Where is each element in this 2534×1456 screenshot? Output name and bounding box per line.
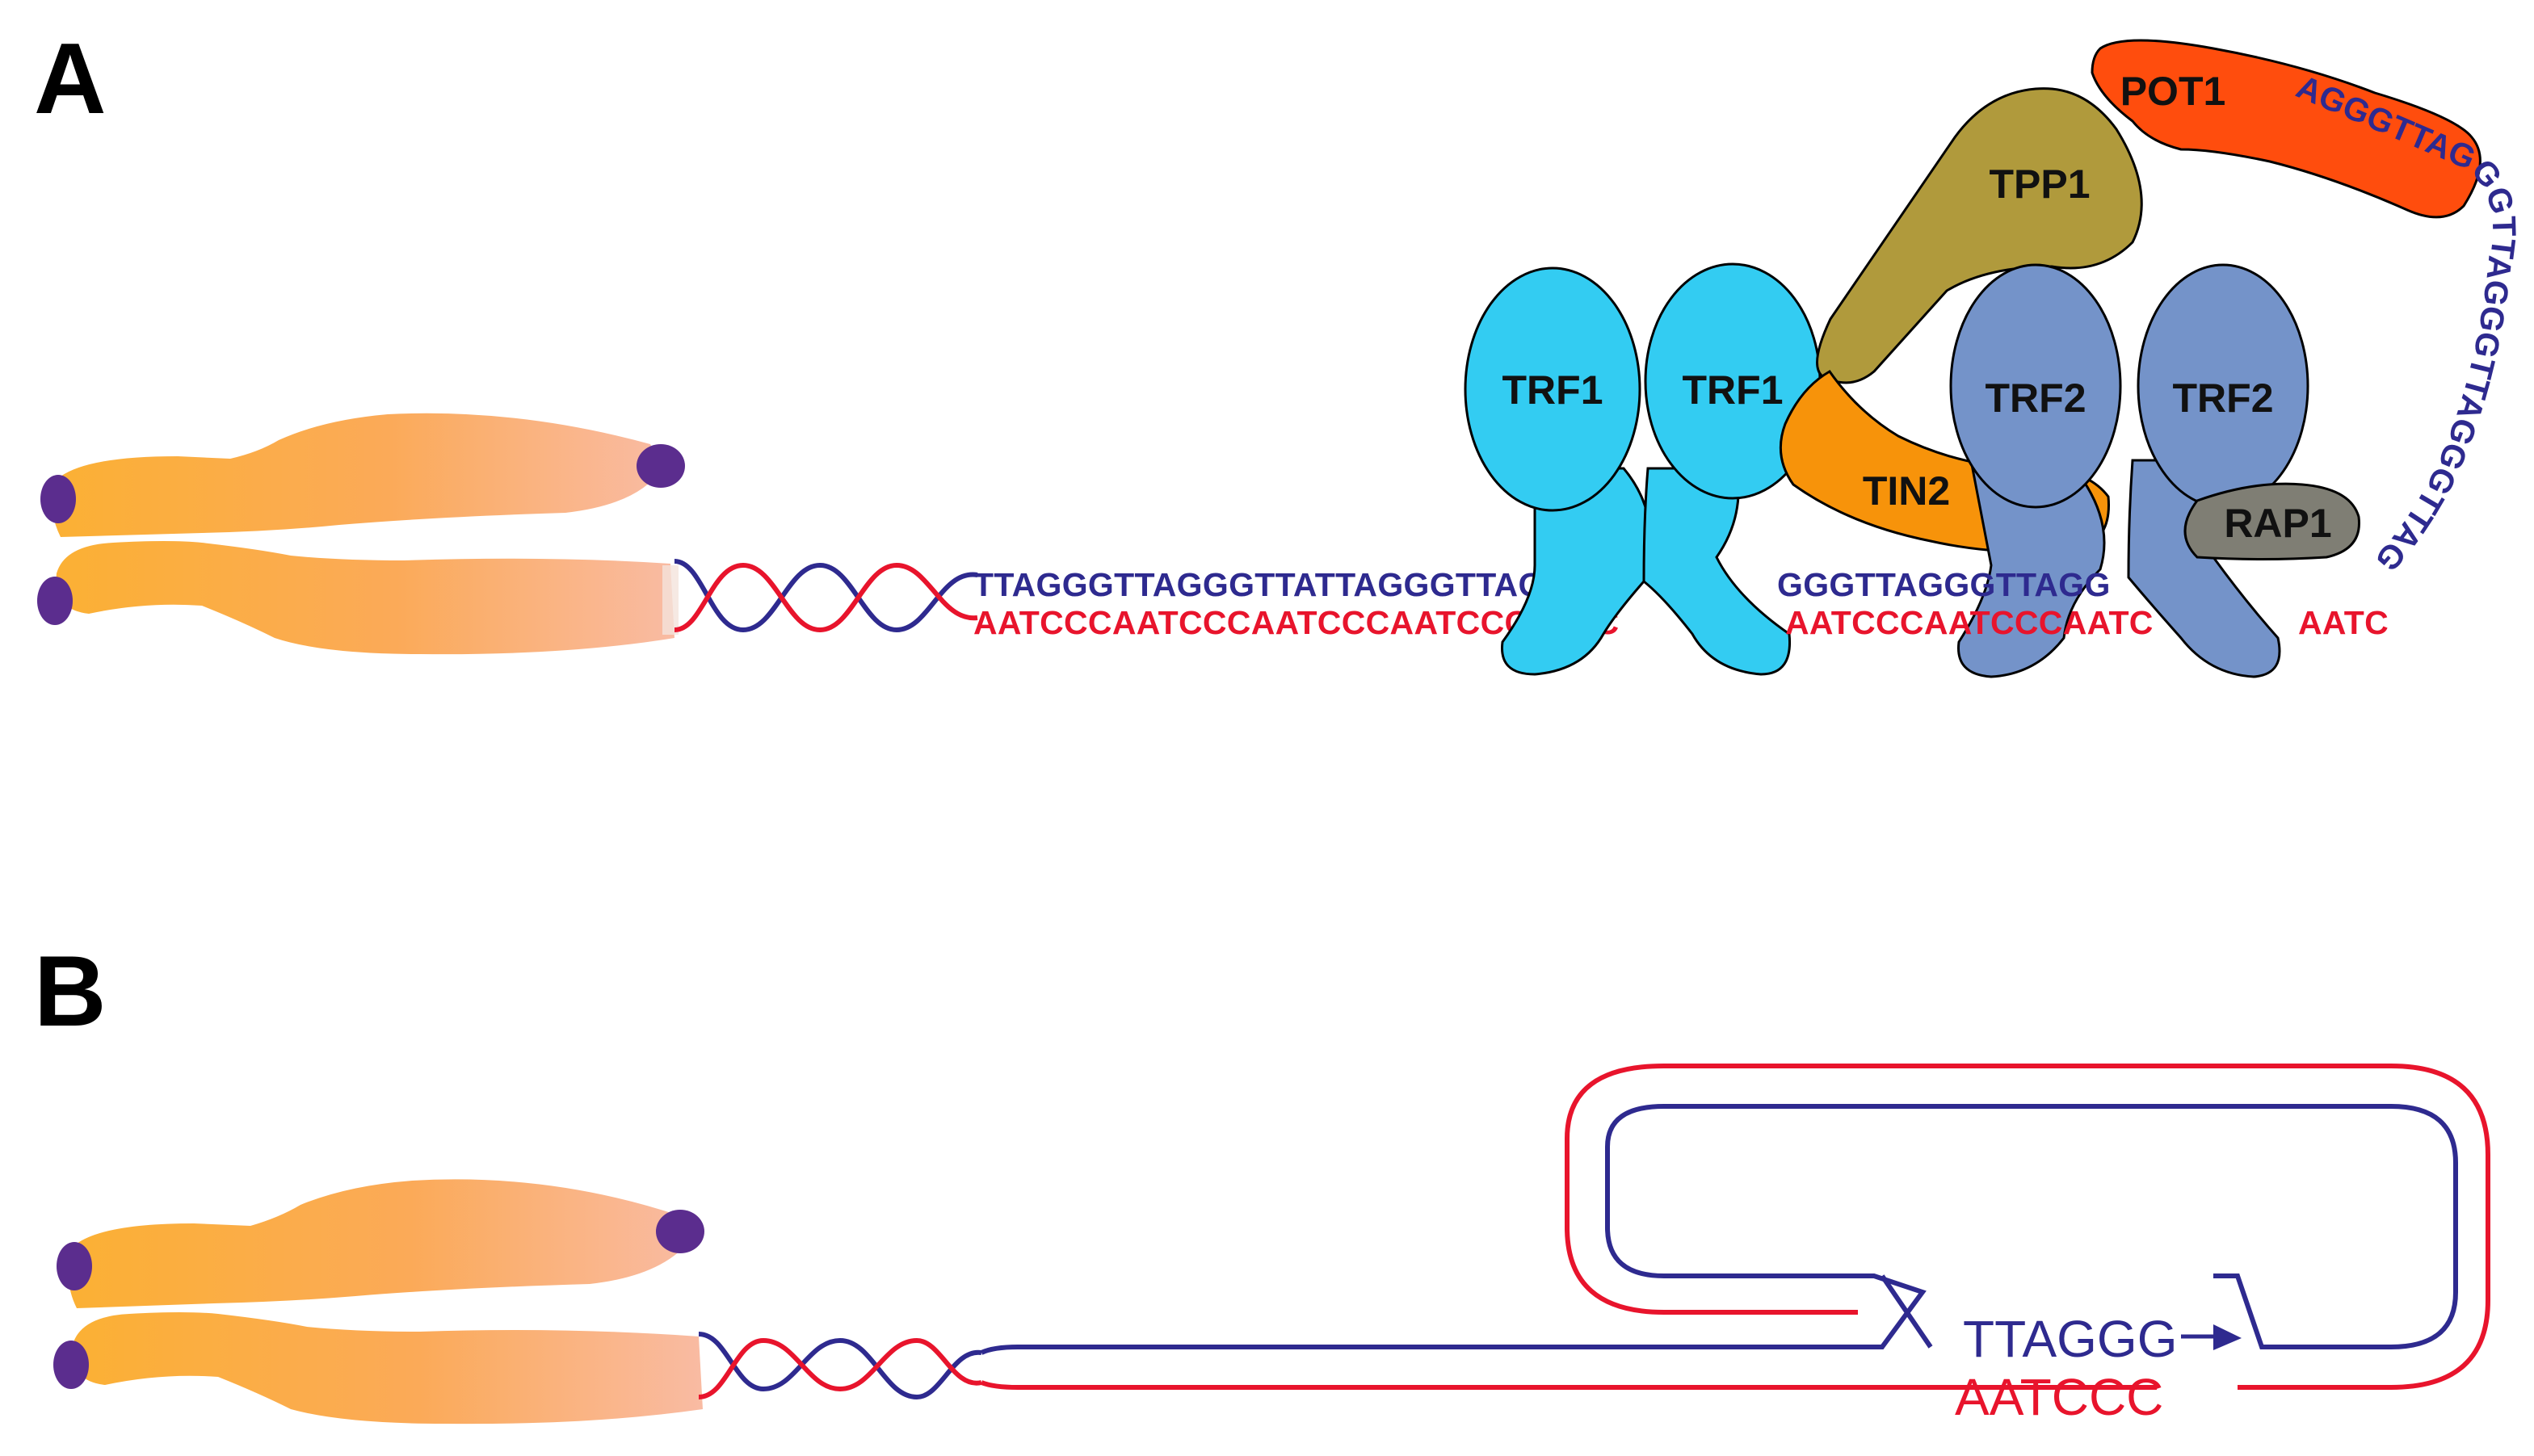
double-helix-a [674,559,978,633]
panel-b: B TTAGGG AATCCC [34,936,2490,1426]
trf1-left-label: TRF1 [1502,367,1603,413]
helix-strand-blue [698,1332,982,1400]
trf2-right-label: TRF2 [2173,376,2274,421]
trf2-left-foot [1957,459,2106,678]
pot1-protein [2091,39,2481,219]
tpp1-label: TPP1 [1989,162,2090,207]
panel-a: A TTAGGGTTAGGGTTATTAGGGTTAGG AATCCCAATCC… [34,23,2523,678]
trf2-left-head [1949,263,2122,509]
bottom-strand-sequence-mid: AATCCCAATCCCAATC [1785,604,2154,641]
panel-label-a: A [34,23,107,135]
loop-top-sequence: TTAGGG [1963,1310,2177,1368]
t-loop-blue-inner [1880,1274,1933,1349]
telomere-cap-bottom-left [53,1341,89,1389]
chromosome-a [37,413,685,655]
t-loop-red-strand [980,1380,2157,1390]
telomere-cap-top-right [637,444,685,488]
top-strand-sequence: TTAGGGTTAGGGTTATTAGGGTTAGG [973,566,1570,603]
top-strand-sequence-mid: GGGTTAGGGTTAGG [1777,566,2111,603]
chromatid-top [53,413,662,537]
chromatid-bottom [56,541,674,655]
telomere-cap-top-left [40,475,76,523]
bottom-strand-sequence-end: AATC [2298,604,2389,641]
arrowhead-icon [2213,1324,2242,1350]
trf2-left-label: TRF2 [1986,376,2086,421]
trf2-dimer [1949,263,2309,678]
trf1-right-label: TRF1 [1683,367,1784,413]
double-helix-b [698,1332,982,1400]
t-loop-blue-strand [980,1104,2458,1355]
pot1-label: POT1 [2120,69,2226,114]
telomere-stripes [662,565,679,635]
chromosome-b [53,1179,704,1425]
loop-bottom-sequence: AATCCC [1955,1368,2163,1426]
rap1-protein [2183,482,2360,560]
telomere-cap-top-left [57,1242,92,1290]
chromatid-bottom [72,1312,703,1425]
panel-label-b: B [34,936,107,1047]
t-loop-red-outer [1565,1064,2490,1390]
helix-strand-red [698,1337,982,1399]
t-loop-structure [980,1064,2490,1390]
t-loop-arrow [2181,1324,2242,1350]
rap1-label: RAP1 [2224,501,2331,546]
helix-strand-blue [674,559,978,633]
telomere-cap-top-right [656,1210,704,1253]
helix-strand-red [674,562,978,633]
trf1-left-head [1464,266,1641,512]
chromatid-top [69,1179,691,1308]
trf1-right-foot [1642,467,1792,676]
tin2-label: TIN2 [1863,468,1950,514]
telomere-cap-bottom-left [37,577,73,625]
